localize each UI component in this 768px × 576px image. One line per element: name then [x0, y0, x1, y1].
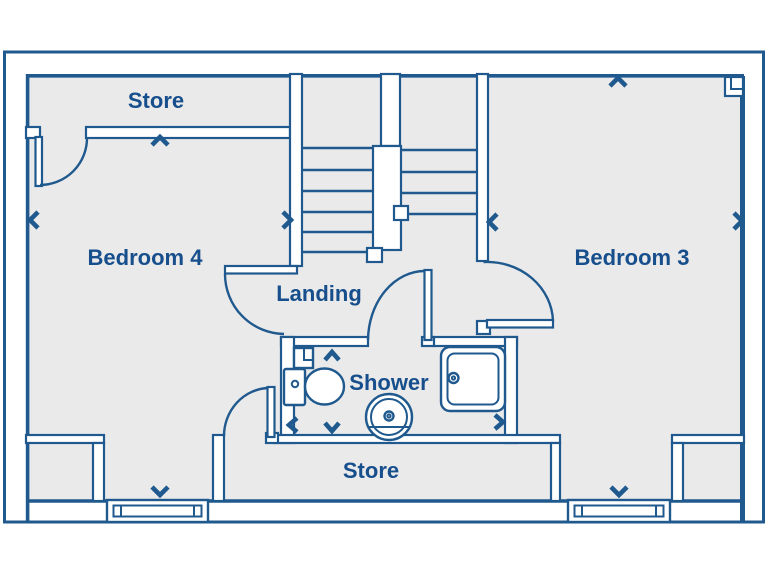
door-shower	[366, 268, 436, 348]
door-leaf	[223, 264, 299, 275]
fixtures	[282, 345, 507, 442]
doors	[34, 135, 555, 445]
room-label-landing: Landing	[276, 281, 362, 306]
door-leaf	[423, 268, 433, 342]
chevron-up-icon	[150, 133, 170, 147]
door-bedroom3	[475, 260, 555, 336]
wall-store-jamb	[24, 125, 42, 140]
wall-store-bottom-top	[272, 433, 562, 445]
door-swing-arc	[483, 260, 555, 322]
room-label-shower: Shower	[349, 370, 429, 395]
stair-newel-left	[365, 246, 384, 264]
windows	[105, 498, 672, 524]
shower-tray-icon	[439, 345, 507, 413]
plan-border	[3, 50, 765, 524]
door-leaf	[34, 135, 44, 188]
wall-bedroom4-stairs	[288, 72, 304, 268]
wall-bedroom4-store	[211, 433, 226, 503]
room-label-bedroom-3: Bedroom 3	[575, 245, 690, 270]
wall-store-top	[84, 125, 292, 140]
door-swing-arc	[222, 386, 269, 437]
door-swing-arc	[366, 269, 426, 341]
door-store-top	[34, 135, 89, 188]
wall-void-left-top	[24, 433, 106, 445]
wall-void-left-side	[91, 441, 106, 503]
chevron-up-icon	[608, 74, 628, 88]
room-labels: Store Bedroom 4 Landing Bedroom 3 Shower…	[88, 88, 690, 483]
chevron-right-icon	[281, 210, 295, 230]
door-store-bottom	[222, 385, 280, 445]
room-label-store-bottom: Store	[343, 458, 399, 483]
toilet-icon	[282, 367, 346, 407]
chevron-left-icon	[26, 210, 40, 230]
wall-stair-spine-lower	[371, 144, 403, 252]
basin-icon	[364, 392, 414, 442]
wall-void-right-side	[670, 441, 685, 503]
chevron-down-icon	[323, 421, 341, 435]
chevron-markers	[26, 74, 746, 499]
wall-stairs-bedroom3	[475, 72, 490, 263]
door-swing-arc	[223, 273, 285, 336]
chevron-down-icon	[609, 485, 629, 499]
window-bedroom4	[105, 498, 210, 524]
door-leaf	[266, 385, 276, 439]
boxing-icon	[292, 346, 315, 370]
chevron-down-icon	[150, 485, 170, 499]
room-label-store-top: Store	[128, 88, 184, 113]
chevron-left-icon	[285, 416, 299, 434]
chevron-right-icon	[493, 413, 507, 431]
wall-store-bottom-right	[549, 441, 562, 503]
corner-notch	[723, 75, 745, 98]
chevron-right-icon	[732, 211, 746, 231]
stair-newel-right	[392, 204, 410, 222]
window-bedroom3	[566, 498, 672, 524]
wall-void-right-top	[670, 433, 746, 445]
interior-walls	[24, 72, 746, 503]
door-bedroom4	[223, 264, 299, 336]
door-swing-arc	[39, 137, 89, 187]
wall-stair-spine-upper	[379, 72, 402, 148]
chevron-up-icon	[323, 348, 341, 362]
room-label-bedroom-4: Bedroom 4	[88, 245, 204, 270]
door-leaf	[485, 318, 555, 329]
wall-shower-right	[503, 335, 519, 445]
chevron-left-icon	[485, 212, 499, 232]
staircase	[302, 146, 477, 254]
